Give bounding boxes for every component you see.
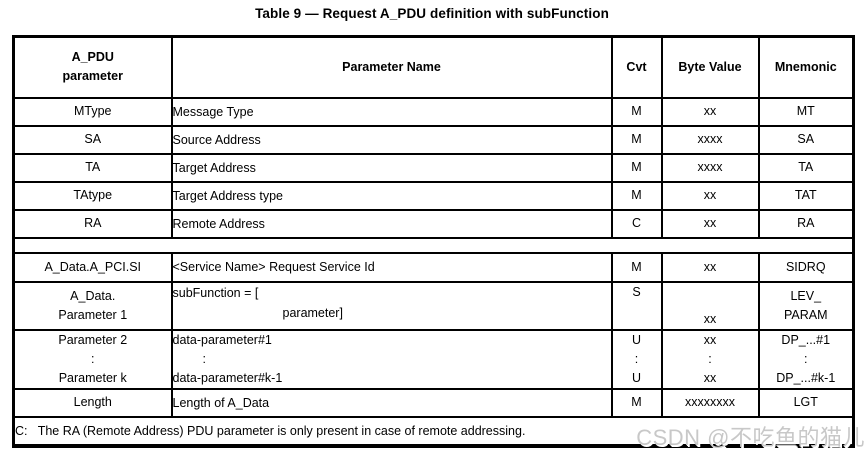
cell-byte: xx <box>660 180 760 211</box>
cell-param: A_Data.A_PCI.SI <box>12 251 173 283</box>
cell-byte: xxxx <box>660 124 760 155</box>
cell-param: A_Data. Parameter 1 <box>12 280 173 331</box>
cell-param: Parameter 2 : Parameter k <box>12 328 173 390</box>
cell-byte: xxxxxxxx <box>660 387 760 418</box>
cell-name: Target Address <box>170 152 613 183</box>
cell-name: subFunction = [ parameter] <box>170 280 613 331</box>
data-parameter-ellipsis: : <box>202 351 206 366</box>
cell-byte: xx <box>660 280 760 331</box>
footnote-text: C: The RA (Remote Address) PDU parameter… <box>12 415 855 447</box>
cell-name: Message Type <box>170 96 613 127</box>
cell-param: RA <box>12 208 173 239</box>
subfunction-line2: parameter] <box>282 305 343 320</box>
cell-mnemonic: RA <box>757 208 855 239</box>
cell-mnemonic: DP_...#1 : DP_...#k-1 <box>757 328 855 390</box>
cell-name: <Service Name> Request Service Id <box>170 251 613 283</box>
csdn-watermark: CSDN @不吃鱼的猫儿 <box>636 425 865 450</box>
cell-cvt: M <box>610 387 663 418</box>
header-byte-value: Byte Value <box>660 35 760 99</box>
cell-cvt: C <box>610 208 663 239</box>
cell-param: TA <box>12 152 173 183</box>
data-parameter-last: data-parameter#k-1 <box>172 370 283 385</box>
header-mnemonic: Mnemonic <box>757 35 855 99</box>
spacer-cell <box>12 236 855 254</box>
cell-mnemonic: MT <box>757 96 855 127</box>
cell-mnemonic: SA <box>757 124 855 155</box>
cell-cvt: M <box>610 124 663 155</box>
cell-cvt: S <box>610 280 663 331</box>
cell-param: MType <box>12 96 173 127</box>
cell-mnemonic: LEV_ PARAM <box>757 280 855 331</box>
cell-byte: xxxx <box>660 152 760 183</box>
table-row-data-parameters: Parameter 2 : Parameter k data-parameter… <box>12 328 855 390</box>
cell-name: Length of A_Data <box>170 387 613 418</box>
table-row-mtype: MType Message Type M xx MT <box>12 96 855 127</box>
table-row-ra: RA Remote Address C xx RA <box>12 208 855 239</box>
cell-byte: xx <box>660 208 760 239</box>
table-row-spacer <box>12 236 855 254</box>
cell-name: Target Address type <box>170 180 613 211</box>
table-row-length: Length Length of A_Data M xxxxxxxx LGT <box>12 387 855 418</box>
cell-cvt: M <box>610 152 663 183</box>
table-row-sa: SA Source Address M xxxx SA <box>12 124 855 155</box>
header-cvt: Cvt <box>610 35 663 99</box>
cell-param: TAtype <box>12 180 173 211</box>
table-row-ta: TA Target Address M xxxx TA <box>12 152 855 183</box>
cell-cvt: M <box>610 96 663 127</box>
cell-param: Length <box>12 387 173 418</box>
cell-mnemonic: TAT <box>757 180 855 211</box>
table-header-row: A_PDU parameter Parameter Name Cvt Byte … <box>12 35 855 99</box>
cell-mnemonic: SIDRQ <box>757 251 855 283</box>
cell-cvt: M <box>610 180 663 211</box>
cell-cvt: M <box>610 251 663 283</box>
cell-cvt: U : U <box>610 328 663 390</box>
table-row-service-id: A_Data.A_PCI.SI <Service Name> Request S… <box>12 251 855 283</box>
table-title: Table 9 — Request A_PDU definition with … <box>255 6 609 21</box>
subfunction-line1: subFunction = [ <box>172 285 259 300</box>
cell-byte: xx <box>660 96 760 127</box>
cell-name: data-parameter#1 : data-parameter#k-1 <box>170 328 613 390</box>
table-row-footnote: C: The RA (Remote Address) PDU parameter… <box>12 415 855 447</box>
header-apdu-parameter: A_PDU parameter <box>12 35 173 99</box>
cell-mnemonic: LGT <box>757 387 855 418</box>
cell-byte: xx <box>660 251 760 283</box>
cell-name: Remote Address <box>170 208 613 239</box>
cell-param: SA <box>12 124 173 155</box>
data-parameter-first: data-parameter#1 <box>172 332 272 347</box>
cell-name: Source Address <box>170 124 613 155</box>
apdu-definition-table: A_PDU parameter Parameter Name Cvt Byte … <box>12 35 855 448</box>
cell-byte: xx : xx <box>660 328 760 390</box>
table-row-subfunction: A_Data. Parameter 1 subFunction = [ para… <box>12 280 855 331</box>
table-row-tatype: TAtype Target Address type M xx TAT <box>12 180 855 211</box>
cell-mnemonic: TA <box>757 152 855 183</box>
header-parameter-name: Parameter Name <box>170 35 613 99</box>
